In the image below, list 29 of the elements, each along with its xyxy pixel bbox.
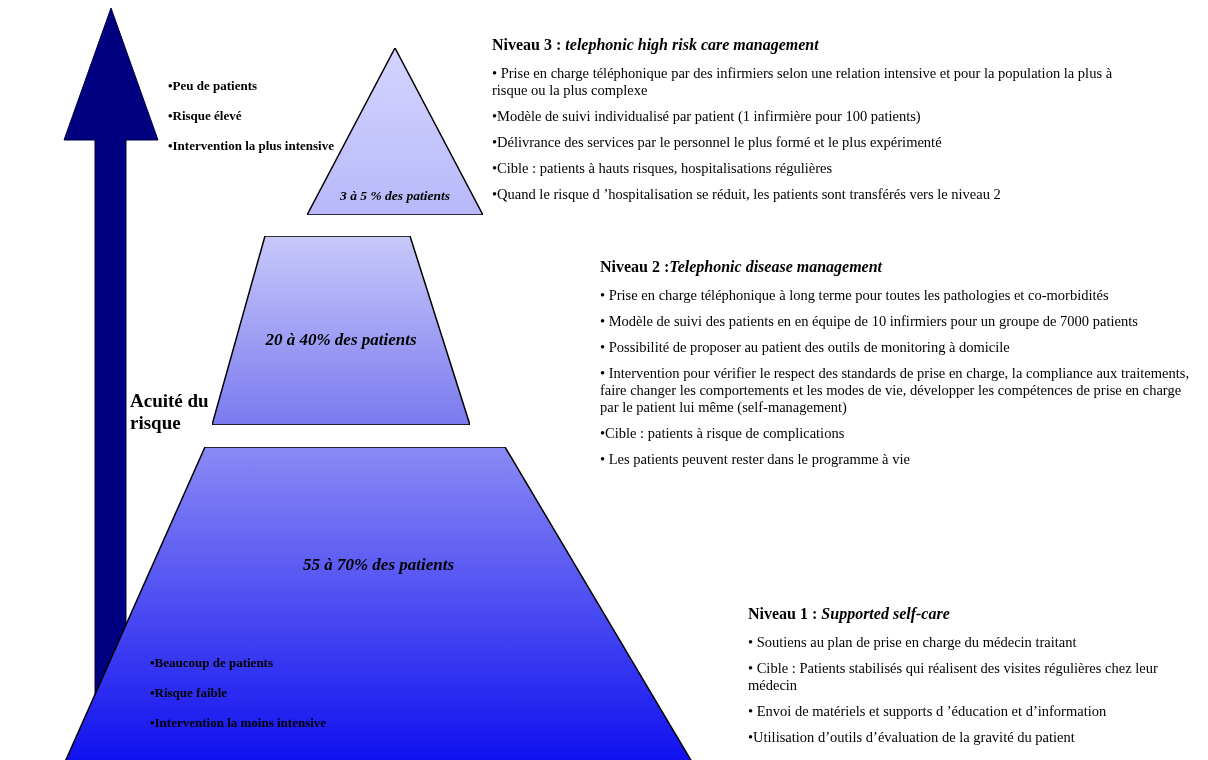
level-heading: Niveau 3 : telephonic high risk care management [492,36,820,53]
bullet-text: • Intervention pour vérifier le respect des standards de prise en charge, la compliance aux traitements, faire changer les comportements et les modes de vie, développer les compétences de prise en charge par le patient lui même (self-management) [600,365,1190,416]
bullet-text: • Envoi de matériels et supports d ’éducation et d’information [748,703,1108,720]
bullet-text: •Quand le risque d ’hospitalisation se réduit, les patients sont transférés vers le niveau 2 [492,186,1002,203]
bullet-text: •Beaucoup de patients [150,655,273,671]
bullet-text: •Cible : patients à hauts risques, hospitalisations régulières [492,160,834,177]
axis-label: Acuité du risque [130,390,210,434]
percentage-text: 55 à 70% des patients [301,555,456,575]
bullet-text: • Soutiens au plan de prise en charge du médecin traitant [748,634,1078,651]
bullet-text: • Modèle de suivi des patients en en équipe de 10 infirmiers pour un groupe de 7000 patients [600,313,1139,330]
level-heading: Niveau 2 :Telephonic disease management [600,258,884,275]
bullet-text: •Délivrance des services par le personnel le plus formé et le plus expérimenté [492,134,943,151]
level-heading: Niveau 1 : Supported self-care [748,605,951,622]
bullet-text: • Prise en charge téléphonique à long terme pour toutes les pathologies et co-morbidités [600,287,1110,304]
bullet-text: • Prise en charge téléphonique par des infirmiers selon une relation intensive et pour la population la plus à risque ou la plus complexe [492,65,1114,99]
bullet-text: •Risque élevé [168,108,242,124]
percentage-text: 20 à 40% des patients [264,330,418,350]
bullet-text: • Possibilité de proposer au patient des outils de monitoring à domicile [600,339,1011,356]
bullet-text: •Utilisation d’outils d’évaluation de la gravité du patient [748,729,1076,746]
bullet-text: •Intervention la plus intensive [168,138,334,154]
percentage-text: 3 à 5 % des patients [339,188,451,204]
bullet-text: •Peu de patients [168,78,258,94]
tier-trapezoid [212,236,470,425]
bullet-text: •Modèle de suivi individualisé par patient (1 infirmière pour 100 patients) [492,108,922,125]
bullet-text: •Risque faible [150,685,228,701]
bullet-text: •Cible : patients à risque de complications [600,425,846,442]
bullet-text: •Intervention la moins intensive [150,715,327,731]
bullet-text: • Les patients peuvent rester dans le programme à vie [600,451,911,468]
bullet-text: • Cible : Patients stabilisés qui réalisent des visites régulières chez leur médecin [748,660,1159,694]
